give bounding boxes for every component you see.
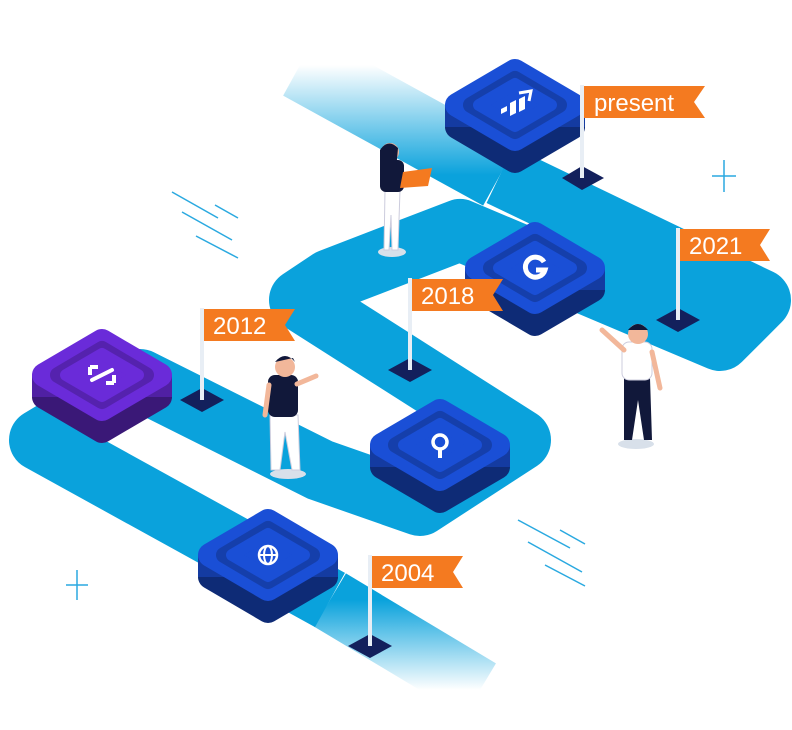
flag-label: 2004: [381, 560, 434, 587]
person-man-waving-left: [262, 356, 319, 479]
flag-present: present: [562, 85, 705, 190]
flag-2012: 2012: [180, 308, 295, 412]
globe-icon: [257, 544, 279, 566]
growth-chart-icon: [501, 89, 533, 116]
flag-2021: 2021: [656, 228, 770, 332]
milestone-tile-2012: [32, 329, 172, 443]
g-logo-icon: [522, 254, 549, 280]
milestone-tile-2021: [465, 222, 605, 336]
milestone-tile-2004: [198, 509, 338, 623]
flag-label: 2012: [213, 313, 266, 340]
sparkle-icon: [66, 160, 736, 600]
speed-lines-right: [517, 519, 586, 587]
person-woman-laptop: [378, 143, 432, 257]
code-icon: [88, 365, 116, 385]
milestone-tile-2018: [370, 399, 510, 513]
speed-lines-left: [171, 191, 239, 259]
flag-2004: 2004: [348, 555, 463, 658]
search-icon: [431, 433, 449, 458]
milestone-tile-present: [445, 59, 585, 173]
flag-label: 2018: [421, 283, 474, 310]
flag-label: 2021: [689, 233, 742, 260]
flag-label: present: [594, 90, 674, 117]
person-man-pointing-right: [599, 324, 663, 449]
flag-2018: 2018: [388, 278, 503, 382]
